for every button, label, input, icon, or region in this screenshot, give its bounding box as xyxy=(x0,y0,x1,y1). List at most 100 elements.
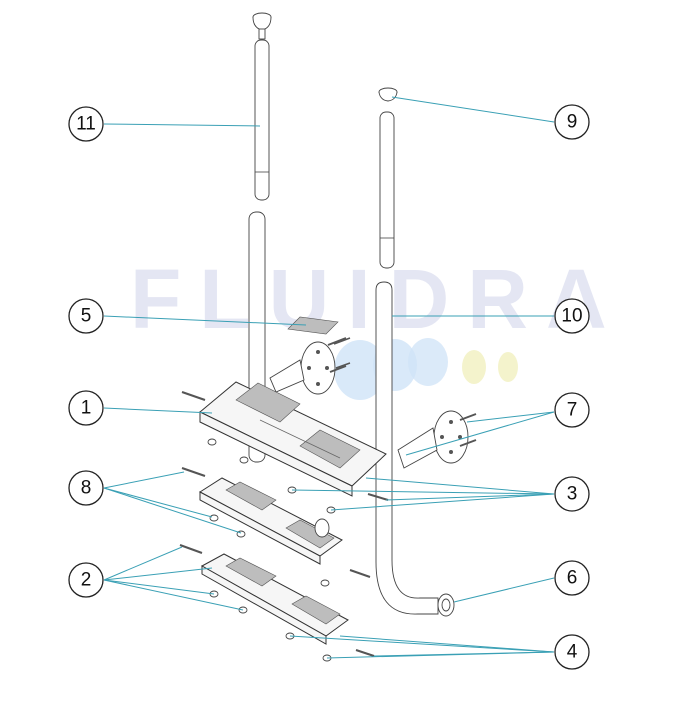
fasteners xyxy=(179,337,389,662)
leader-9 xyxy=(391,96,555,123)
callout-circle xyxy=(68,298,104,334)
bolt xyxy=(179,544,203,554)
leader-4 xyxy=(289,635,555,653)
washer xyxy=(207,438,217,446)
step-2-tread xyxy=(225,481,277,511)
right-wall-flange xyxy=(397,410,477,469)
leader-6 xyxy=(453,577,555,603)
washer xyxy=(320,579,330,587)
step-2-tread xyxy=(285,519,335,549)
right-upper-tube-body xyxy=(379,111,395,269)
callout-circle xyxy=(68,562,104,598)
bolt xyxy=(355,649,375,657)
callout-label: 10 xyxy=(561,306,582,327)
watermark-dot xyxy=(462,350,486,384)
watermark-blob xyxy=(408,338,448,386)
callout-circle xyxy=(68,106,104,142)
leader-2 xyxy=(103,546,183,581)
bolt xyxy=(181,391,206,401)
callout-circle xyxy=(68,470,104,506)
leader-3 xyxy=(385,493,555,501)
leader-1 xyxy=(103,407,213,414)
callout-3: 3 xyxy=(554,476,590,512)
callout-2: 2 xyxy=(68,562,104,598)
callout-label: 3 xyxy=(567,484,578,505)
callout-circle xyxy=(554,476,590,512)
end-plug xyxy=(437,593,455,617)
left-cap-stem xyxy=(258,28,266,40)
right-handrail xyxy=(375,281,439,615)
bolt xyxy=(349,569,371,578)
left-wall-flange xyxy=(269,337,347,395)
left-upper-tube xyxy=(252,12,272,201)
left-flange-plate xyxy=(300,341,336,395)
leader-7 xyxy=(466,411,555,423)
left-upper-tube-body xyxy=(254,39,270,201)
leader-7 xyxy=(405,411,555,456)
leader-4 xyxy=(373,651,555,657)
leader-8 xyxy=(103,487,242,534)
right-handrail-body xyxy=(375,281,439,615)
step-1-front xyxy=(199,411,353,497)
washer xyxy=(239,456,249,464)
leader-4 xyxy=(339,635,555,653)
step-1-tread xyxy=(299,429,361,469)
callout-circle xyxy=(68,390,104,426)
step-3-tread xyxy=(291,595,341,625)
watermark-dot xyxy=(498,352,518,382)
callout-label: 2 xyxy=(81,570,92,591)
step-1-tread xyxy=(235,382,301,423)
callout-label: 6 xyxy=(567,568,578,589)
watermark-brand: FLUIDRA xyxy=(130,252,625,346)
leader-2 xyxy=(103,579,244,611)
callout-circle xyxy=(554,298,590,334)
left-cap-body xyxy=(252,16,272,31)
right-cap-body xyxy=(378,91,398,102)
callout-label: 4 xyxy=(567,642,578,663)
callout-circle xyxy=(554,560,590,596)
callout-label: 11 xyxy=(76,114,96,135)
step-2-front xyxy=(199,491,321,565)
leader-8 xyxy=(103,487,213,518)
callout-circle xyxy=(554,104,590,140)
leader-5 xyxy=(103,315,307,326)
leader-3 xyxy=(291,489,555,495)
callout-circle xyxy=(554,392,590,428)
left-flange-sleeve xyxy=(269,359,305,393)
right-upper-tube xyxy=(378,87,398,269)
washer xyxy=(209,514,219,522)
step-2-bracket xyxy=(314,518,330,538)
callout-8: 8 xyxy=(68,470,104,506)
callout-5: 5 xyxy=(68,298,104,334)
watermark-blob xyxy=(334,340,386,400)
right-flange-sleeve xyxy=(397,427,438,469)
callout-11: 11 xyxy=(68,106,104,142)
callout-label: 7 xyxy=(567,400,578,421)
callout-label: 8 xyxy=(81,478,92,499)
callout-1: 1 xyxy=(68,390,104,426)
callout-6: 6 xyxy=(554,560,590,596)
leader-8 xyxy=(103,471,185,489)
callout-10: 10 xyxy=(554,298,590,334)
leader-3 xyxy=(330,493,555,511)
anti-slip-tread xyxy=(287,316,339,335)
end-plug-inner xyxy=(441,598,451,612)
callout-circle xyxy=(554,634,590,670)
leader-11 xyxy=(103,123,261,127)
step-1 xyxy=(199,381,387,497)
step-3 xyxy=(200,553,349,645)
leader-2 xyxy=(103,579,215,595)
callout-9: 9 xyxy=(554,104,590,140)
bolt xyxy=(367,493,389,501)
step-3-tread xyxy=(225,557,277,587)
callout-7: 7 xyxy=(554,392,590,428)
step-2 xyxy=(199,477,343,565)
step-3-front xyxy=(201,565,327,645)
tread-pad xyxy=(287,316,339,335)
bolt xyxy=(181,467,206,477)
leader-lines xyxy=(103,96,555,659)
callout-label: 1 xyxy=(81,398,92,419)
callout-4: 4 xyxy=(554,634,590,670)
